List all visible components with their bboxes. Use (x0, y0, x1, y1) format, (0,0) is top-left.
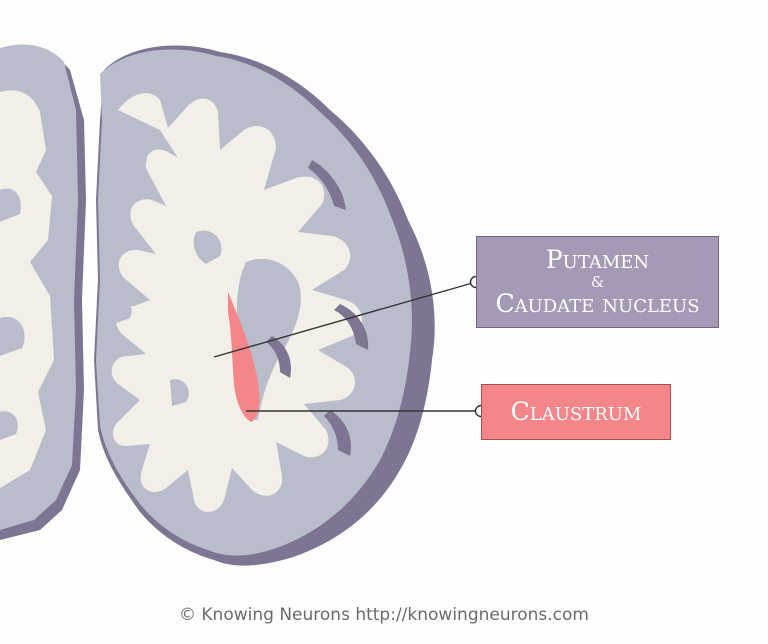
putamen-caudate-label: Putamen & Caudate nucleus (476, 236, 719, 328)
left-hemisphere (0, 44, 86, 541)
claustrum-shape (228, 292, 260, 422)
putamen-label-text: Putamen (545, 245, 650, 275)
copyright-credit: © Knowing Neurons http://knowingneurons.… (179, 605, 589, 625)
ampersand-text: & (590, 272, 605, 291)
claustrum-label-text: Claustrum (510, 396, 642, 426)
putamen-leader-line (213, 281, 477, 358)
caudate-label-text: Caudate nucleus (495, 288, 700, 318)
claustrum-label: Claustrum (481, 384, 671, 440)
right-hemisphere (94, 45, 435, 566)
